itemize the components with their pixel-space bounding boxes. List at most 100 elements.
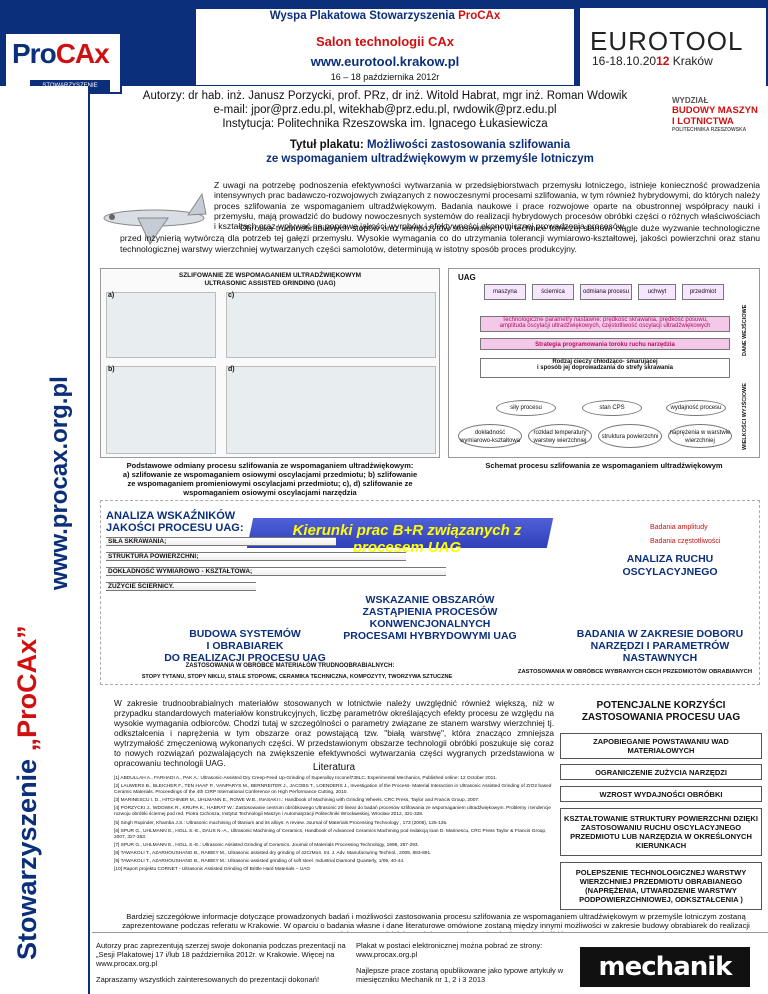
faculty-logo-l2: BUDOWY MASZYN — [672, 105, 758, 116]
applications-features: ZASTOSOWANIA W OBRÓBCE WYBRANYCH CECH PR… — [517, 669, 753, 675]
logo-cax: CAx — [55, 38, 110, 69]
stripe-dokladnosc — [106, 567, 446, 576]
exhibition-title: Wyspa Plakatowa Stowarzyszenia ProCAx — [195, 10, 575, 22]
schema-coolant-2: i sposób jej doprowadzania do strefy skr… — [536, 365, 674, 371]
research-directions-diagram — [100, 500, 760, 685]
analysis-title-1: ANALIZA WSKAŹNIKÓW — [106, 510, 236, 522]
benefit-efficiency: WZROST WYDAJNOŚCI OBRÓBKI — [560, 786, 762, 802]
faculty-logo-l1: WYDZIAŁ — [672, 96, 709, 105]
schema-strategy: Strategia programowania toroku ruchu nar… — [480, 338, 730, 350]
fig-left-caption-3: ze wspomaganiem promieniowymi oscylacjam… — [127, 479, 413, 488]
schema-oval-wydajnosc: wydajność procesu — [666, 400, 726, 416]
reference-5: [5] Singh Rupinder, Khamba J.S.: Ultraso… — [114, 821, 448, 826]
benefit-tool-wear: OGRANICZENIE ZUŻYCIA NARZĘDZI — [560, 764, 762, 780]
faculty-logo-l4: POLITECHNIKA RZESZOWSKA — [672, 127, 747, 133]
procax-logo-text: ProCAx — [12, 38, 110, 70]
footer-mid-1: Plakat w postaci elektronicznej można po… — [356, 941, 543, 959]
schema-box-uchwyt: uchwyt — [638, 284, 676, 300]
eurotool-logo — [580, 8, 766, 86]
benefits-heading-1: POTENCJALNE KORZYŚCI — [596, 700, 726, 711]
schema-out-dokladnosc: dokładność wymiarowo-kształtowa — [458, 424, 522, 448]
indicator-sila: SIŁA SKRAWANIA; — [108, 538, 167, 545]
oscillation-analysis-1: ANALIZA RUCHU — [626, 553, 714, 565]
analysis-title-2: JAKOŚCI PROCESU UAG: — [106, 522, 244, 534]
eurotool-logo-dates: 16-18.10.2012 Kraków — [592, 54, 713, 68]
schema-oval-sily: siły procesu — [496, 400, 556, 416]
salon-title: Salon technologii CAx — [316, 34, 454, 49]
fig-variant-a — [106, 292, 216, 358]
footer-left-2: Zapraszamy wszystkich zainteresowanych d… — [96, 975, 320, 984]
authors-institution: Instytucja: Politechnika Rzeszowska im. … — [222, 118, 548, 130]
reference-3: [3] MARINESCU I. D., HITCHINER M., UHLMA… — [114, 798, 480, 803]
reference-2: [2] LAUWERS B., BLEICHER F., TEN HAAF P.… — [114, 784, 552, 795]
faculty-logo-l3: I LOTNICTWA — [672, 116, 734, 127]
schema-out-temperatura: rozkład temperatury warstwy wierzchniej — [528, 424, 592, 448]
eurotool-logo-name: EUROTOOL — [590, 26, 744, 56]
replacement-4: PROCESAMI HYBRYDOWYMI UAG — [343, 630, 517, 642]
schema-oval-cps: stan CPS — [582, 400, 642, 416]
title-line1: Możliwości zastosowania szlifowania — [366, 139, 571, 151]
reference-9: [9] TAWAKOLI T., AZARHOUSHANG B., RABIEY… — [114, 859, 405, 864]
summary-paragraph: W zakresie trudnoobrabialnych materiałów… — [114, 698, 554, 768]
schema-box-odmiana: odmiana procesu — [580, 284, 632, 300]
schema-box-scierica: ściernica — [532, 284, 574, 300]
indicator-zuzycie: ZUŻYCIE ŚCIERNICY. — [108, 583, 175, 590]
machines-1: BUDOWA SYSTEMÓW — [189, 628, 301, 640]
faculty-logo: WYDZIAŁ BUDOWY MASZYN I LOTNICTWA POLITE… — [672, 96, 762, 138]
eurotool-dates-prefix: 16-18.10.20 — [592, 54, 657, 68]
schema-coolant-1: Rodzaj cieczy chłodząco- smarującej — [552, 359, 658, 365]
eurotool-url[interactable]: www.eurotool.krakow.pl — [310, 54, 460, 69]
benefits-heading-2: ZASTOSOWANIA PROCESU UAG — [581, 712, 741, 723]
schema-label-output: WIELKOŚCI WYJŚCIOWE — [742, 383, 748, 450]
schema-params-1: Technologiczne parametry nastawne: prędk… — [502, 317, 708, 323]
reference-10: [10] Raport projektu CORNET - Ultrasonic… — [114, 867, 311, 872]
oscillation-analysis-2: OSCYLACYJNEGO — [622, 566, 718, 578]
schema-box-maszyna: maszyna — [484, 284, 526, 300]
fig-left-caption-1: Podstawowe odmiany procesu szlifowania z… — [126, 461, 414, 470]
schema-box-przedmiot: przedmiot — [682, 284, 724, 300]
footer-mid-2: Najlepsze prace zostaną opublikowane jak… — [356, 966, 564, 984]
authors-email[interactable]: e-mail: jpor@prz.edu.pl, witekhab@prz.ed… — [213, 104, 557, 116]
eurotool-dates-city: Kraków — [669, 54, 713, 68]
fig-label-c: c) — [228, 292, 235, 299]
footer-left-1: Autorzy prac zaprezentują szerzej swoje … — [96, 941, 346, 968]
stripe-zuzycie — [106, 582, 256, 591]
fig-left-title-1: SZLIFOWANIE ZE WSPOMAGANIEM ULTRADŹWIĘKO… — [178, 272, 362, 279]
tools-2: NARZĘDZI I PARAMETRÓW — [590, 640, 730, 652]
tools-1: BADANIA W ZAKRESIE DOBORU — [576, 628, 744, 640]
side-banner-url[interactable]: www.procax.org.pl — [46, 376, 73, 590]
benefit-defects: ZAPOBIEGANIE POWSTAWANIU WAD MATERIAŁOWY… — [560, 733, 762, 759]
reference-4: [4] PORZYCKI J., WDOWIK R., KRUPA K., HA… — [114, 806, 551, 817]
exhibition-prefix: Wyspa Plakatowa Stowarzyszenia — [269, 10, 459, 22]
literature-heading: Literatura — [312, 762, 356, 773]
tools-3: NASTAWNYCH — [622, 652, 698, 664]
side-banner — [0, 86, 90, 994]
schema-head: UAG — [458, 273, 476, 282]
replacement-3: KONWENCJONALNYCH — [369, 618, 491, 630]
stripe-struktura — [106, 552, 406, 561]
research-banner-text: Kierunki prac B+R związanych z procesem … — [292, 522, 522, 556]
side-banner-name: Stowarzyszenie „ProCAx” — [12, 625, 43, 960]
poster-title-line2: ze wspomaganiem ultradźwiękowym w przemy… — [266, 153, 594, 165]
replacement-2: ZASTĄPIENIA PROCESÓW — [362, 606, 498, 618]
eurotool-dates-year: 12 — [656, 54, 670, 68]
machines-2: I OBRABIAREK — [206, 640, 284, 652]
fig-variant-c — [226, 292, 436, 358]
fig-label-b: b) — [108, 366, 115, 373]
reference-8: [8] TAWAKOLI T., AZARHOUSHANG B., RABIEY… — [114, 851, 432, 856]
mechanik-logo: mechanik — [580, 947, 750, 987]
machines-3: DO REALIZACJI PROCESU UAG — [164, 652, 326, 664]
title-prefix: Tytuł plakatu: — [289, 139, 367, 151]
stripe-sila — [106, 537, 336, 546]
exhibition-brand: ProCAx — [458, 10, 501, 22]
fig-label-d: d) — [228, 366, 235, 373]
side-name-prefix: Stowarzyszenie — [12, 751, 42, 960]
applications-materials-list: STOPY TYTANU, STOPY NIKLU, STALE STOPOWE… — [141, 674, 453, 680]
fig-variant-d — [226, 366, 436, 454]
intro-paragraph-1: Z uwagi na potrzebę podnoszenia efektywn… — [214, 180, 760, 232]
benefit-surface-structure: KSZTAŁTOWANIE STRUKTURY POWIERZCHNI DZIĘ… — [560, 808, 762, 856]
reference-1: [1] ABDULLAH A., FARHADI A., PAK A.: Ult… — [114, 776, 497, 781]
poster-title: Tytuł plakatu: Możliwości zastosowania s… — [100, 139, 760, 151]
intro-paragraph-2: Obróbka trudnoobrabialnych stopów oraz k… — [120, 223, 760, 254]
